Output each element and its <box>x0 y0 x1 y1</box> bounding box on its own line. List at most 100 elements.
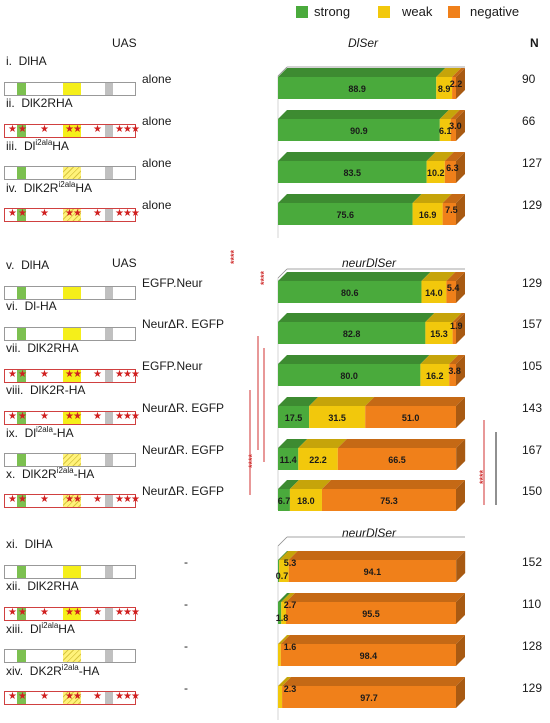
bar-data-label: 66.5 <box>388 455 406 465</box>
lysine-mutation-star-icon: ★ <box>40 208 49 219</box>
bar-top-negative <box>337 439 466 448</box>
bar-segment-strong <box>278 560 280 582</box>
lysine-mutation-star-icon: ★ <box>18 208 27 219</box>
lysine-mutation-star-icon: ★ <box>18 607 27 618</box>
lysine-mutation-star-icon: ★ <box>123 494 132 505</box>
lysine-mutation-star-icon: ★ <box>115 411 124 422</box>
lysine-mutation-star-icon: ★ <box>65 691 74 702</box>
construct-name-suffix: HA <box>75 181 93 195</box>
bar-segment-weak <box>278 644 281 666</box>
construct-segment-green <box>17 566 26 578</box>
axis-depth-line <box>277 66 288 77</box>
row-n-value: 90 <box>522 72 536 86</box>
bar-top-negative <box>321 480 465 489</box>
row-condition: EGFP.Neur <box>142 276 203 290</box>
bar-top-negative <box>449 355 465 364</box>
lysine-mutation-star-icon: ★ <box>123 208 132 219</box>
bar-top-negative <box>452 313 465 322</box>
bar-segment-weak <box>425 322 453 344</box>
construct-schematic: ★★★★★★★★★ <box>4 369 140 383</box>
bar-segment-negative <box>444 161 456 183</box>
construct-segment-yellow <box>63 209 81 221</box>
bar-data-label: 97.7 <box>360 693 378 703</box>
row-condition: alone <box>142 72 172 86</box>
lysine-mutation-star-icon: ★ <box>93 494 102 505</box>
bar-top-strong <box>278 439 308 448</box>
row-condition: NeurΔR. EGFP <box>142 317 225 331</box>
construct-segment-green <box>17 608 26 620</box>
bar-segment-weak <box>436 77 453 99</box>
section-title-dlser: DlSer <box>348 36 379 50</box>
row-condition: EGFP.Neur <box>142 359 203 373</box>
bar-data-label: 5.4 <box>447 283 460 293</box>
bar-segment-weak <box>289 489 322 511</box>
bar-data-label: 95.5 <box>362 609 380 619</box>
construct-name-superscript: i2ala <box>35 138 53 147</box>
construct-segment-yellow <box>63 412 81 424</box>
axis-depth-line <box>277 536 288 547</box>
row-condition: - <box>184 639 188 653</box>
bar-side-face <box>456 635 465 666</box>
bar-top-negative <box>365 397 465 406</box>
row-n-value: 143 <box>522 401 543 415</box>
bar-side-face <box>456 194 465 225</box>
lysine-mutation-star-icon: ★ <box>8 691 17 702</box>
bar-segment-negative <box>450 119 456 141</box>
bar-data-label: 88.9 <box>348 84 366 94</box>
legend-swatch-weak <box>378 6 390 18</box>
lysine-mutation-star-icon: ★ <box>40 607 49 618</box>
bar-top-strong <box>278 152 436 161</box>
bar-data-label: 75.3 <box>380 496 398 506</box>
row-numeral: xii. <box>6 579 21 593</box>
bar-side-face <box>456 593 465 624</box>
bar-top-negative <box>450 110 465 119</box>
bar-segment-weak <box>439 119 451 141</box>
bar-data-label: 1.6 <box>284 642 297 652</box>
bar-segment-weak <box>309 406 366 428</box>
n-header: N <box>530 36 539 50</box>
construct-segment-yellow <box>63 125 81 137</box>
bar-segment-strong <box>278 203 413 225</box>
lysine-mutation-star-icon: ★ <box>115 607 124 618</box>
bar-top-weak <box>278 677 292 686</box>
bar-segment-strong <box>278 406 310 428</box>
bar-data-label: 3.8 <box>448 366 461 376</box>
construct-name-prefix: Dl <box>24 139 36 153</box>
construct-segment-yellow <box>63 287 81 299</box>
bar-data-label: 1.8 <box>276 613 289 623</box>
bar-side-face <box>456 110 465 141</box>
construct-segment-green <box>17 370 26 382</box>
lysine-mutation-star-icon: ★ <box>131 208 140 219</box>
construct-name-suffix: -HA <box>78 664 100 678</box>
bar-segment-negative <box>286 602 456 624</box>
bar-segment-strong <box>278 119 440 141</box>
bar-side-face <box>456 480 465 511</box>
construct-name-suffix: HA <box>58 622 75 636</box>
bar-data-label: 15.3 <box>430 329 448 339</box>
bar-top-strong <box>278 551 289 560</box>
construct-name: DlK2RHA <box>21 96 73 110</box>
construct-segment-grey <box>105 209 113 221</box>
lysine-mutation-star-icon: ★ <box>8 494 17 505</box>
construct-schematic <box>4 327 136 341</box>
construct-segment-yellow <box>63 328 81 340</box>
lysine-mutation-star-icon: ★ <box>115 369 124 380</box>
lysine-mutation-star-icon: ★ <box>115 691 124 702</box>
row-numeral: iii. <box>6 139 18 153</box>
row-label: ix. Dli2ala-HA <box>6 425 74 440</box>
significance-stars-label: **** <box>478 469 488 484</box>
bar-data-label: 16.9 <box>419 210 437 220</box>
row-n-value: 129 <box>522 681 543 695</box>
row-condition: alone <box>142 114 172 128</box>
row-condition: alone <box>142 156 172 170</box>
row-label: iii. Dli2alaHA <box>6 138 69 153</box>
row-condition: - <box>184 555 188 569</box>
section-title-neurdlser-2: neurDlSer <box>342 526 397 540</box>
bar-segment-negative <box>442 203 456 225</box>
bar-data-label: 7.5 <box>445 205 458 215</box>
construct-segment-green <box>17 125 26 137</box>
construct-segment-yellow <box>63 566 81 578</box>
bar-top-weak <box>436 68 462 77</box>
construct-name-suffix: -HA <box>52 426 74 440</box>
lysine-mutation-star-icon: ★ <box>131 124 140 135</box>
